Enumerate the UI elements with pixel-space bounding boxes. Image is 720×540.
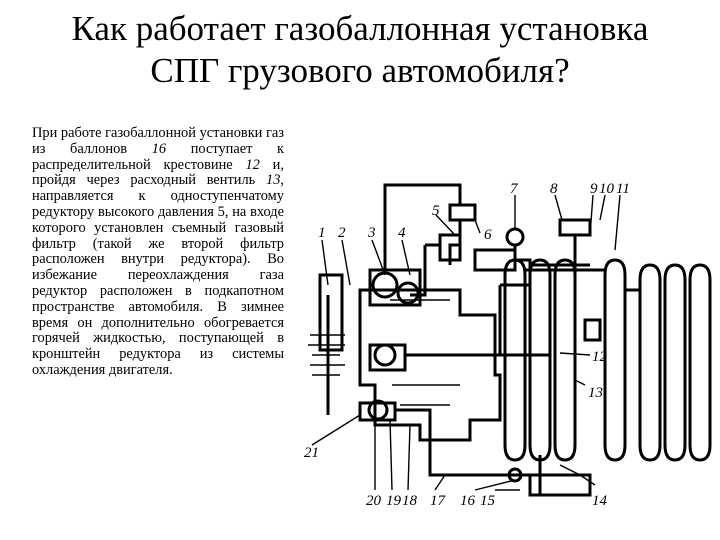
label-21: 21 <box>304 445 319 461</box>
label-8: 8 <box>550 181 558 197</box>
body-text-part: и, пройдя через расходный вентиль <box>32 156 284 189</box>
body-text-part: поступает к распределительной крестовине <box>32 140 285 173</box>
label-13: 13 <box>588 385 603 401</box>
slide-title-line1: Как работает газобаллонная установка <box>71 9 649 48</box>
label-20: 20 <box>366 493 382 509</box>
body-ref-number: 13 <box>266 172 281 189</box>
label-10: 10 <box>599 181 615 197</box>
label-15: 15 <box>480 493 496 509</box>
label-11: 11 <box>616 181 630 197</box>
gas-system-diagram: 1 2 3 4 5 6 7 8 9 10 11 12 13 14 15 16 1… <box>304 181 712 509</box>
label-19: 19 <box>386 493 402 509</box>
label-3: 3 <box>367 225 376 241</box>
label-5: 5 <box>432 203 440 219</box>
body-ref-number: 16 <box>151 140 167 157</box>
label-4: 4 <box>398 225 406 241</box>
body-ref-number: 12 <box>245 156 260 173</box>
label-16: 16 <box>460 493 476 509</box>
lower-assembly <box>507 464 592 497</box>
body-text-part: При работе газобаллонной установки газ и… <box>32 125 284 157</box>
label-9: 9 <box>590 181 598 197</box>
label-6: 6 <box>484 227 492 243</box>
label-2: 2 <box>338 225 346 241</box>
body-text-part: , направляется к одноступенчатому редукт… <box>32 172 284 378</box>
label-7: 7 <box>510 181 519 197</box>
label-leader-lines <box>311 194 621 491</box>
label-1: 1 <box>318 225 326 241</box>
slide-title: Как работает газобаллонная установка СПГ… <box>0 8 720 92</box>
label-14: 14 <box>592 493 608 509</box>
diagram-labels: 1 2 3 4 5 6 7 8 9 10 11 12 13 14 15 16 1… <box>304 181 630 509</box>
reducer-assembly <box>358 268 422 422</box>
label-18: 18 <box>402 493 418 509</box>
gas-cylinders <box>503 258 712 462</box>
label-12: 12 <box>592 349 608 365</box>
slide-body-text: При работе газобаллонной установки газ и… <box>32 125 285 379</box>
slide-title-line2: СПГ грузового автомобиля? <box>150 51 570 90</box>
label-17: 17 <box>430 493 447 509</box>
radiator-fan <box>308 273 345 415</box>
